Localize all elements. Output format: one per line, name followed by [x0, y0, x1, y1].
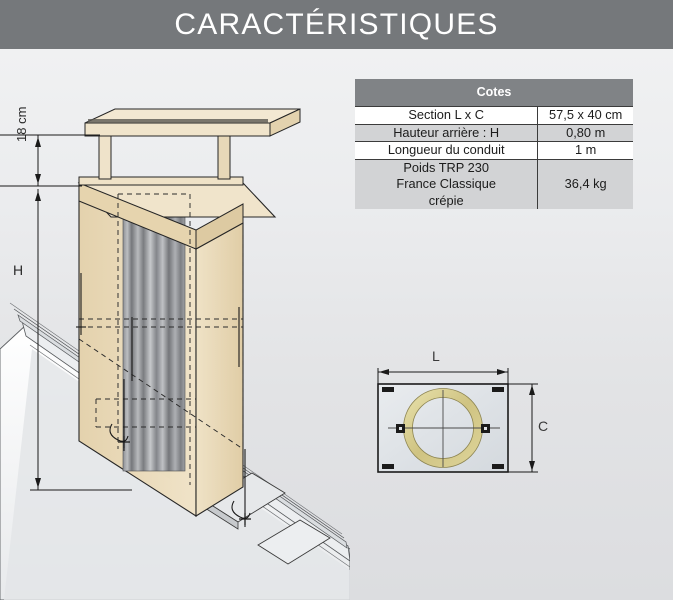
- centerline-pins: [76, 273, 251, 527]
- chimney-face-right: [195, 222, 244, 517]
- dimension-label-C: C: [538, 418, 549, 434]
- dimension-L: [377, 368, 509, 388]
- pin-hook-b: [231, 500, 251, 519]
- row-label-poids-line1: Poids TRP 230: [403, 159, 489, 175]
- table-row: Hauteur arrière : H 0,80 m: [355, 124, 633, 142]
- bracket-top-left: [382, 387, 394, 392]
- table-row: Poids TRP 230 France Classique crépie 36…: [355, 159, 633, 209]
- fixing-right-dot: [484, 427, 487, 430]
- chimney-isometric-drawing: [0, 108, 350, 600]
- cap-slab-side: [269, 108, 301, 137]
- dimension-label-H: H: [13, 262, 24, 278]
- page-title: CARACTÉRISTIQUES: [174, 7, 499, 41]
- bracket-top-right: [492, 387, 504, 392]
- dim-C-arrow-bottom: [529, 461, 535, 471]
- row-label-poids-line3: crépie: [428, 192, 464, 208]
- flashing-bottom: [257, 519, 331, 565]
- cap-post-left: [98, 132, 112, 180]
- cap-slab-front: [84, 122, 271, 137]
- table-row: Section L x C 57,5 x 40 cm: [355, 106, 633, 124]
- dim-L-arrow-left: [379, 369, 389, 375]
- table-row: Longueur du conduit 1 m: [355, 141, 633, 159]
- cap-post-right: [217, 132, 231, 180]
- dim-18cm-arrow-bottom: [35, 174, 41, 184]
- row-value-longueur: 1 m: [575, 142, 597, 157]
- side-fixings: [396, 424, 490, 433]
- cap-shadow-line: [88, 119, 268, 123]
- collar-slab: [77, 176, 277, 250]
- dash-diag-roof: [78, 338, 244, 450]
- row-value-poids: 36,4 kg: [564, 176, 607, 191]
- row-label-section: Section L x C: [355, 106, 539, 124]
- hidden-construction-lines: [78, 193, 244, 489]
- pin-star-a: [118, 436, 130, 448]
- dimension-label-L: L: [432, 348, 440, 364]
- dimension-C: [506, 383, 538, 473]
- row-label-poids-line2: France Classique: [396, 176, 496, 191]
- corner-brackets: [382, 387, 504, 469]
- table-header-row: Cotes: [355, 79, 633, 107]
- row-label-hauteur: Hauteur arrière : H: [355, 124, 539, 142]
- collar-band: [78, 176, 244, 186]
- bracket-bottom-left: [382, 464, 394, 469]
- dim-C-arrow-top: [529, 385, 535, 395]
- page-header: CARACTÉRISTIQUES: [0, 0, 673, 49]
- pin-hook-a: [109, 423, 129, 442]
- chimney-cap-assembly: [84, 108, 301, 180]
- table-header-cotes: Cotes: [355, 79, 633, 107]
- pin-star-b: [239, 513, 251, 525]
- dim-H-arrow-bottom: [35, 478, 41, 488]
- row-value-hauteur: 0,80 m: [566, 124, 606, 140]
- fixing-left-dot: [399, 427, 402, 430]
- specifications-table: Cotes Section L x C 57,5 x 40 cm Hauteur…: [355, 79, 633, 209]
- row-label-poids: Poids TRP 230 France Classique crépie: [355, 159, 539, 209]
- base-plate-plan-diagram: [377, 368, 538, 473]
- dim-L-arrow-right: [497, 369, 507, 375]
- row-value-section: 57,5 x 40 cm: [549, 107, 623, 122]
- dim-H-arrow-top: [35, 191, 41, 201]
- row-label-longueur: Longueur du conduit: [355, 141, 539, 159]
- dimension-label-18cm: 18 cm: [14, 106, 29, 142]
- dimension-lines-left: [0, 134, 132, 491]
- bracket-bottom-right: [492, 464, 504, 469]
- dim-18cm-arrow-top: [35, 137, 41, 147]
